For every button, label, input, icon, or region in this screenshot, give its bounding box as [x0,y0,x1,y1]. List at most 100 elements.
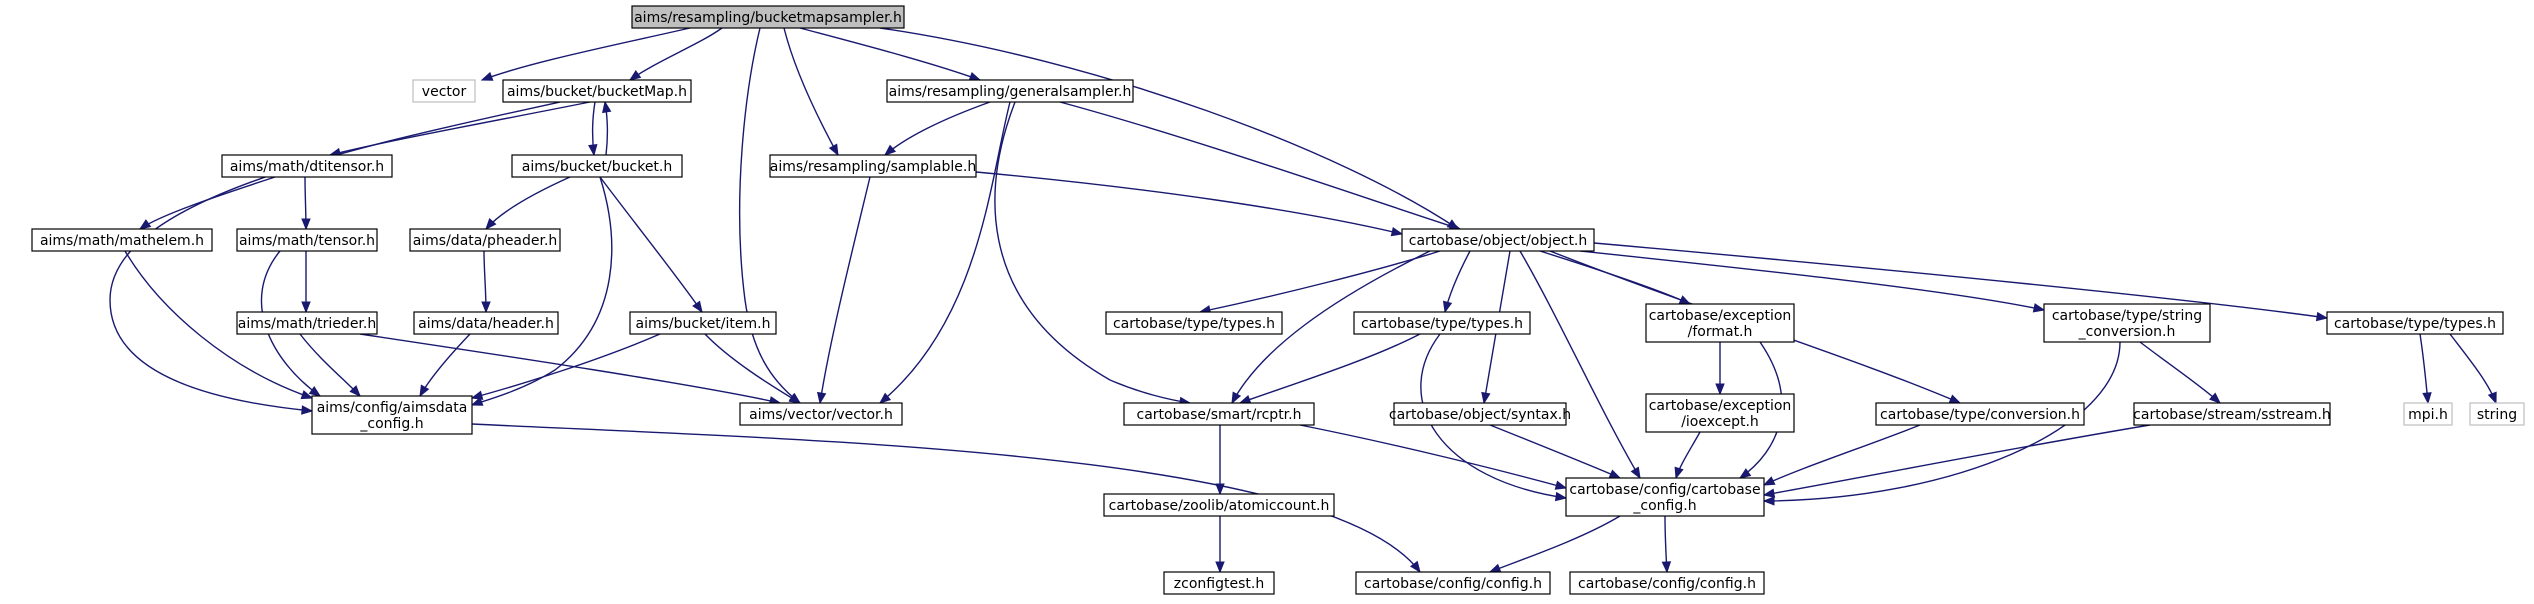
edge-arrowhead [878,392,892,404]
header-node[interactable]: aims/bucket/item.h [629,311,777,335]
header-node[interactable]: cartobase/config/config.h [1355,571,1551,595]
edge-line [471,423,1421,573]
header-node[interactable]: cartobase/object/syntax.h [1389,402,1571,426]
edge-n10-to-n21 [1231,250,1431,405]
edge-arrowhead [1762,496,1775,506]
edge-arrowhead [470,396,484,406]
header-node[interactable]: cartobase/type/types.h [2326,311,2504,335]
edge-line [471,333,661,399]
node-label: cartobase/config/config.h [1578,576,1756,592]
node-label: _conversion.h [2078,324,2176,340]
header-node[interactable]: aims/math/mathelem.h [31,228,213,252]
edge-arrowhead [481,301,491,314]
node-label: /ioexcept.h [1681,414,1759,430]
header-node[interactable]: zconfigtest.h [1163,571,1275,595]
node-label: cartobase/exception [1649,308,1792,324]
edge-line [799,27,981,81]
header-node[interactable]: aims/data/header.h [413,311,559,335]
edge-line [975,171,1403,235]
header-node[interactable]: cartobase/config/config.h [1569,571,1765,595]
edge-n25-to-n29 [1762,424,2151,498]
header-node[interactable]: aims/data/pheader.h [409,228,561,252]
edge-arrowhead [2315,311,2329,322]
edge-line [819,176,871,404]
edge-n3-to-n6 [883,101,991,156]
edge-line [1579,250,2045,311]
edge-arrowhead [1762,488,1776,498]
edge-arrowhead [628,70,642,81]
edge-arrowhead [485,217,497,231]
node-label: cartobase/object/object.h [1409,233,1588,249]
nodes-layer: aims/resampling/bucketmapsampler.hvector… [31,5,2525,595]
node-box [1123,402,1315,426]
edge-arrowhead [349,385,361,397]
edge-line [994,101,1191,404]
node-box [221,154,393,178]
edges-layer [109,27,2497,574]
node-box [739,402,903,426]
edge-line [738,27,801,404]
header-node[interactable]: cartobase/zoolib/atomiccount.h [1103,493,1335,517]
edge-n10-to-n29 [1519,250,1641,480]
root-header-node[interactable]: aims/resampling/bucketmapsampler.h [631,5,905,29]
edge-arrowhead [419,384,430,398]
header-node[interactable]: cartobase/smart/rcptr.h [1123,402,1315,426]
edge-line [1489,424,1621,479]
edge-arrowhead [1442,300,1453,314]
header-node[interactable]: aims/bucket/bucketMap.h [502,79,692,103]
node-label: aims/math/dtitensor.h [230,159,384,175]
edge-n13-to-n20 [704,333,802,404]
header-node[interactable]: cartobase/type/string_conversion.h [2043,303,2211,343]
edge-line [1763,424,2151,496]
header-node[interactable]: cartobase/exception/ioexcept.h [1645,393,1795,433]
node-box [1105,311,1283,335]
edge-n8-to-n11 [301,251,311,314]
edge-arrowhead [301,218,311,231]
edge-n24-to-n29 [1762,424,1921,486]
node-label: zconfigtest.h [1174,576,1264,592]
edge-line [704,333,801,404]
edge-line [1763,424,1921,486]
header-node[interactable]: aims/config/aimsdata_config.h [311,395,473,435]
header-node[interactable]: aims/bucket/bucket.h [511,154,683,178]
edge-arrowhead [308,386,322,397]
header-node[interactable]: aims/math/tensor.h [236,228,378,252]
edge-arrowhead [480,71,494,81]
edge-line [481,27,691,81]
edge-arrowhead [470,390,484,400]
external-header-node: mpi.h [2403,402,2453,426]
header-node[interactable]: cartobase/object/object.h [1401,228,1595,252]
edge-line [1059,101,1461,230]
edge-arrowhead [883,144,897,156]
edge-line [1299,424,1567,489]
edge-arrowhead [2487,391,2497,405]
header-node[interactable]: cartobase/type/conversion.h [1875,402,2085,426]
node-box [236,228,378,252]
edge-arrowhead [301,405,314,415]
edge-arrowhead [1674,466,1684,480]
header-node[interactable]: cartobase/config/cartobase_config.h [1565,477,1765,517]
header-node[interactable]: aims/math/trieder.h [236,311,378,335]
node-label: string [2477,407,2517,423]
header-node[interactable]: cartobase/type/types.h [1353,311,1531,335]
edge-n0-to-n2 [628,27,723,81]
header-node[interactable]: aims/math/dtitensor.h [221,154,393,178]
header-node[interactable]: aims/resampling/generalsampler.h [886,79,1134,103]
edge-arrowhead [1762,476,1776,486]
node-box [413,311,559,335]
header-node[interactable]: aims/resampling/samplable.h [769,154,977,178]
edge-arrowhead [138,219,152,230]
header-node[interactable]: cartobase/exception/format.h [1645,303,1795,343]
header-node[interactable]: cartobase/stream/sstream.h [2133,402,2331,426]
node-label: cartobase/type/types.h [2334,316,2496,332]
edge-arrowhead [2209,392,2222,404]
edge-arrowhead [692,300,703,314]
edge-arrowhead [588,144,598,157]
edge-n0-to-n1 [480,27,691,81]
node-label: cartobase/type/string [2052,308,2202,324]
edge-n4-to-n7 [138,176,276,230]
header-node[interactable]: aims/vector/vector.h [739,402,903,426]
edge-arrowhead [1715,383,1725,396]
header-node[interactable]: cartobase/type/types.h [1105,311,1283,335]
